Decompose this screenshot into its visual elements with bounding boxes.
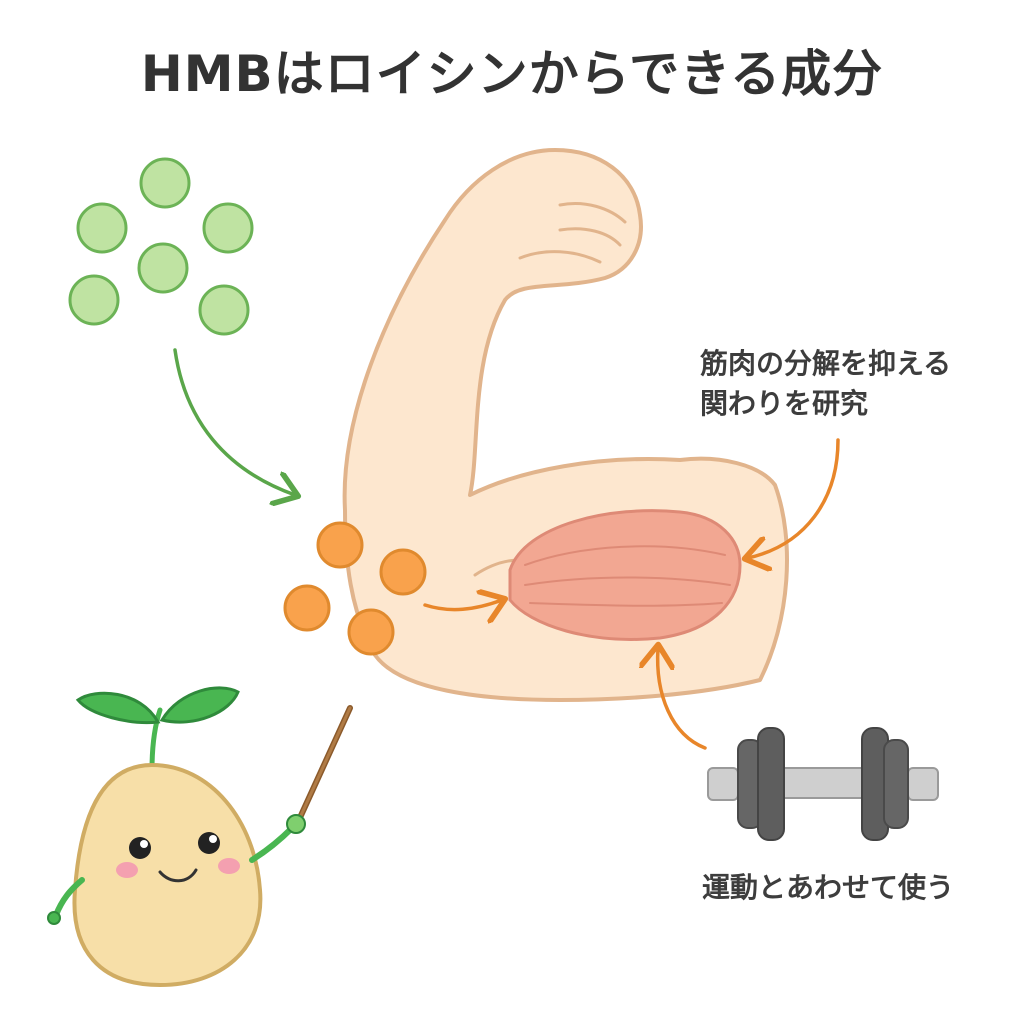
mascot-eye-left [129,837,151,859]
mascot-eye-highlight-left [140,840,148,848]
muscle-fiber-2 [524,576,731,586]
mascot-smile [158,868,198,883]
muscle-fiber-1 [524,545,726,566]
leucine-molecule [139,157,191,209]
exercise-label: 運動とあわせて使う [701,871,954,904]
hmb-molecules-icon [283,521,427,656]
mascot-hand-left [47,911,61,925]
mascot-cheek-left [116,862,138,878]
dumbbell-icon [707,727,939,841]
mascot-eye-right [198,832,220,854]
dumbbell-weight-right-inner [883,739,909,829]
dumbbell-end-left [707,767,739,801]
hmb-to-muscle-arrow [423,600,502,610]
leucine-molecule [76,202,128,254]
conversion-arrow [173,348,295,495]
dumbbell-weight-left-outer [757,727,785,841]
dumbbell-end-right [907,767,939,801]
hmb-molecule [347,608,395,656]
mascot-body [72,762,263,988]
hmb-molecule [316,521,364,569]
leucine-molecule [202,202,254,254]
mascot-hand-right [286,814,306,834]
leucine-molecules-icon [68,157,254,336]
research-label-line-2: 関わりを研究 [700,387,869,420]
mascot-arm-right [249,825,295,863]
mascot-arm-left [53,877,85,918]
muscle-fiber-3 [529,602,723,607]
fist-line-1 [518,250,602,264]
fist-line-2 [558,202,627,224]
sprout-mascot [47,686,353,988]
pointer-stick-highlight [296,706,352,824]
exercise-arrow [658,648,707,750]
sprout-leaf-left [75,691,161,725]
research-arrow [748,438,840,558]
research-label: 筋肉の分解を抑える 関わりを研究 [700,344,1000,424]
leucine-molecule [68,274,120,326]
muscle-shape [508,509,742,641]
mascot-eye-highlight-right [209,835,217,843]
sprout-leaf-right [159,686,240,724]
mascot-cheek-right [218,858,240,874]
research-label-line-1: 筋肉の分解を抑える [700,347,952,380]
hmb-molecule [379,548,427,596]
bicep-muscle [508,509,742,641]
hmb-molecule [283,584,331,632]
fist-line-3 [558,227,622,247]
leucine-molecule [137,242,189,294]
page-title: HMBはロイシンからできる成分 [140,45,884,103]
leucine-molecule [198,284,250,336]
